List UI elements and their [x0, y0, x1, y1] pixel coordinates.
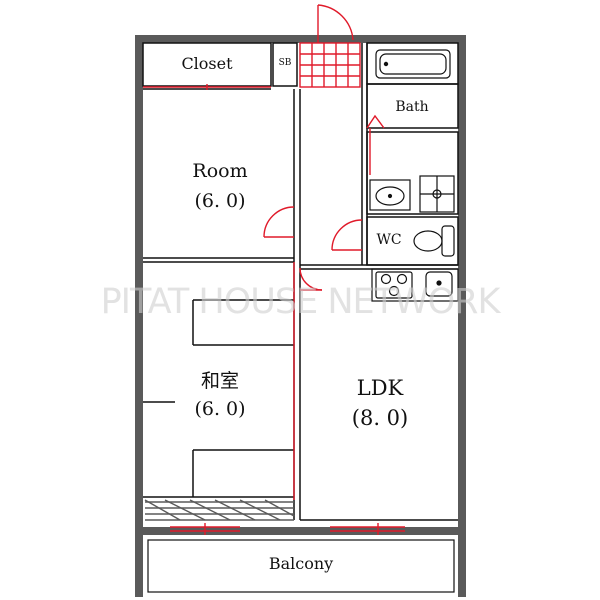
washer-pan-fixture	[419, 175, 455, 213]
balcony-inner	[147, 539, 455, 593]
wash-basin-fixture	[369, 179, 411, 211]
closet-label: Closet	[181, 54, 233, 73]
sash-hatch	[144, 499, 295, 521]
bath-label: Bath	[395, 99, 429, 115]
kitchen-counter-fixture	[371, 268, 459, 302]
doors-and-windows	[143, 4, 405, 535]
balcony-outline	[135, 535, 466, 597]
watermark: PITAT HOUSE NETWORK	[100, 282, 501, 322]
bathtub-fixture	[375, 49, 451, 79]
ldk-size-label: (8. 0)	[351, 406, 409, 430]
ldk-label: LDK	[356, 376, 404, 400]
washitsu-label: 和室	[200, 370, 239, 392]
outer-walls	[135, 35, 466, 535]
sb-label: SB	[278, 58, 292, 68]
balcony-label: Balcony	[268, 554, 334, 573]
room-size-label: (6. 0)	[194, 190, 246, 212]
room-label: Room	[192, 160, 248, 182]
toilet-fixture	[413, 225, 455, 257]
wc-label: WC	[376, 232, 402, 248]
washitsu-size-label: (6. 0)	[194, 398, 246, 420]
